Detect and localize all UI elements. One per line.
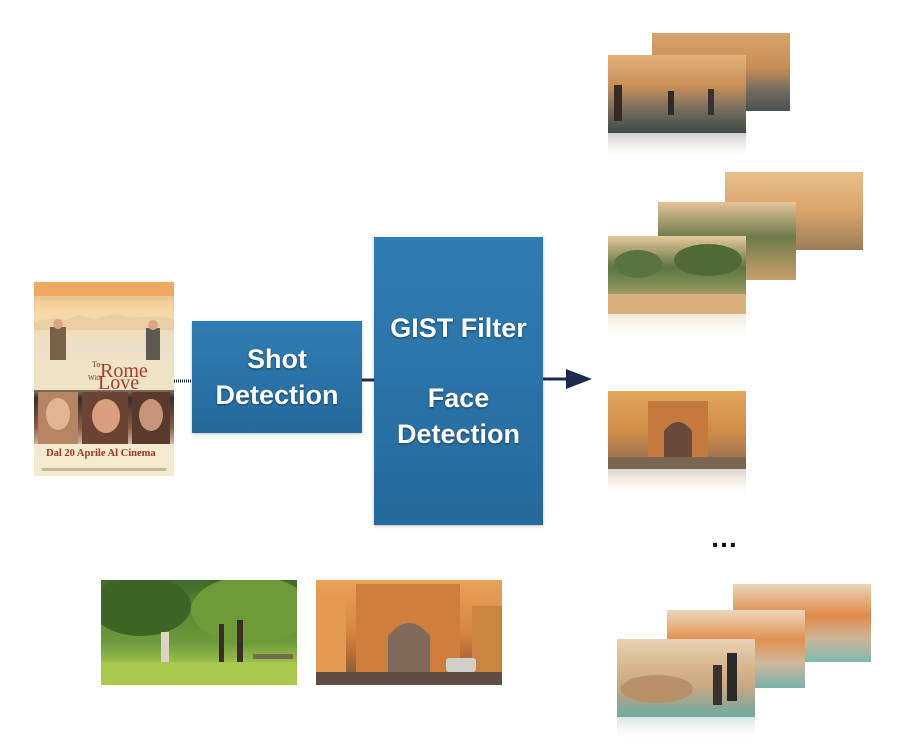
poster-title-with: With [88, 374, 102, 382]
shot-detection-label-line1: Shot [247, 344, 307, 374]
frame-thumbnail [608, 236, 746, 314]
movie-poster: To Rome With Love Dal 20 Aprile Al Cinem… [34, 282, 174, 476]
frame-thumbnail [608, 55, 746, 133]
archway-scene-frame [316, 580, 502, 685]
frame-thumbnail [608, 391, 746, 469]
frame-reflection [617, 717, 755, 739]
poster-title-rome: Rome [100, 360, 148, 382]
shot-detection-box: Shot Detection [192, 321, 362, 433]
park-scene-frame [101, 580, 297, 685]
frame-reflection [608, 469, 746, 493]
poster-tagline: Dal 20 Aprile Al Cinema [46, 448, 156, 459]
frame-thumbnail [617, 639, 755, 717]
filters-box: GIST Filter Face Detection [374, 237, 543, 525]
frame-reflection [608, 133, 746, 155]
ellipsis: … [710, 522, 739, 553]
gist-filter-label: GIST Filter [390, 313, 527, 343]
shot-detection-label-line2: Detection [215, 380, 339, 410]
frame-reflection [608, 314, 746, 336]
poster-title-love: Love [98, 372, 140, 394]
poster-title-to: To [92, 360, 101, 369]
face-detection-label-line2: Detection [396, 419, 521, 449]
arrow-right-icon [566, 369, 592, 389]
face-detection-label-line1: Face [427, 383, 490, 413]
